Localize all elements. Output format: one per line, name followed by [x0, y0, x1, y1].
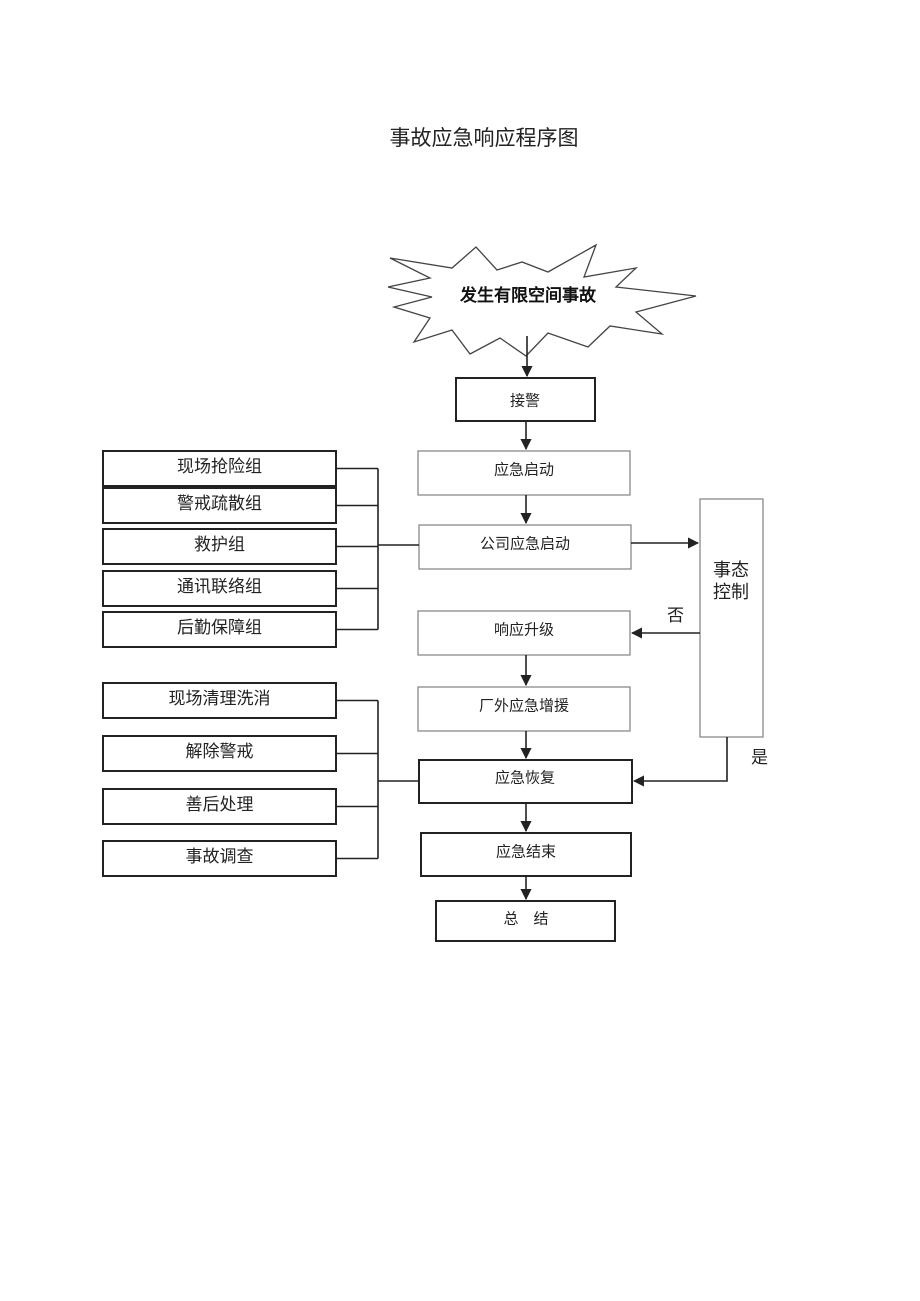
box-company-activate-label: 公司应急启动 — [480, 535, 570, 553]
box-situation-control: 事态 控制 — [699, 498, 764, 738]
recovery-task-label: 现场清理洗消 — [169, 689, 271, 709]
box-receive: 接警 — [455, 377, 596, 422]
start-label: 发生有限空间事故 — [459, 285, 597, 306]
box-summary: 总 结 — [435, 900, 616, 942]
rescue-team-box — [102, 570, 337, 607]
branch-no-label: 否 — [667, 606, 684, 626]
control-label-line1: 事态 — [713, 560, 749, 581]
recovery-task-box — [102, 735, 337, 772]
rescue-team-box — [102, 611, 337, 648]
box-upgrade-label: 响应升级 — [494, 621, 554, 639]
rescue-team-box — [102, 487, 337, 524]
rescue-team-label: 现场抢险组 — [177, 457, 262, 477]
control-label-line2: 控制 — [713, 582, 749, 603]
arrow-control-yes-to-recover — [632, 737, 728, 787]
recovery-task-label: 事故调查 — [186, 847, 254, 867]
rescue-team-label: 救护组 — [194, 535, 245, 555]
box-receive-label: 接警 — [510, 392, 540, 410]
box-external-support: 厂外应急增援 — [417, 686, 631, 732]
rescue-team-label: 通讯联络组 — [177, 577, 262, 597]
rescue-team-label: 警戒疏散组 — [177, 494, 262, 514]
starburst-shape — [387, 243, 697, 357]
rescue-team-box — [102, 450, 337, 487]
box-activate: 应急启动 — [417, 450, 631, 496]
box-recover-label: 应急恢复 — [495, 769, 555, 787]
box-activate-label: 应急启动 — [494, 461, 554, 479]
box-company-activate: 公司应急启动 — [418, 524, 632, 570]
box-recover: 应急恢复 — [418, 759, 633, 804]
incident-starburst: 发生有限空间事故 — [387, 243, 697, 357]
page-title: 事故应急响应程序图 — [389, 126, 579, 150]
recovery-task-label: 善后处理 — [186, 795, 254, 815]
box-upgrade: 响应升级 — [417, 610, 631, 656]
box-summary-label: 总 结 — [503, 910, 548, 928]
branch-yes-label: 是 — [751, 748, 768, 768]
box-end: 应急结束 — [420, 832, 632, 877]
rescue-team-label: 后勤保障组 — [177, 618, 262, 638]
box-external-support-label: 厂外应急增援 — [479, 697, 569, 715]
recovery-task-box — [102, 840, 337, 877]
box-end-label: 应急结束 — [496, 843, 556, 861]
recovery-task-label: 解除警戒 — [186, 742, 254, 762]
recovery-task-box — [102, 682, 337, 719]
